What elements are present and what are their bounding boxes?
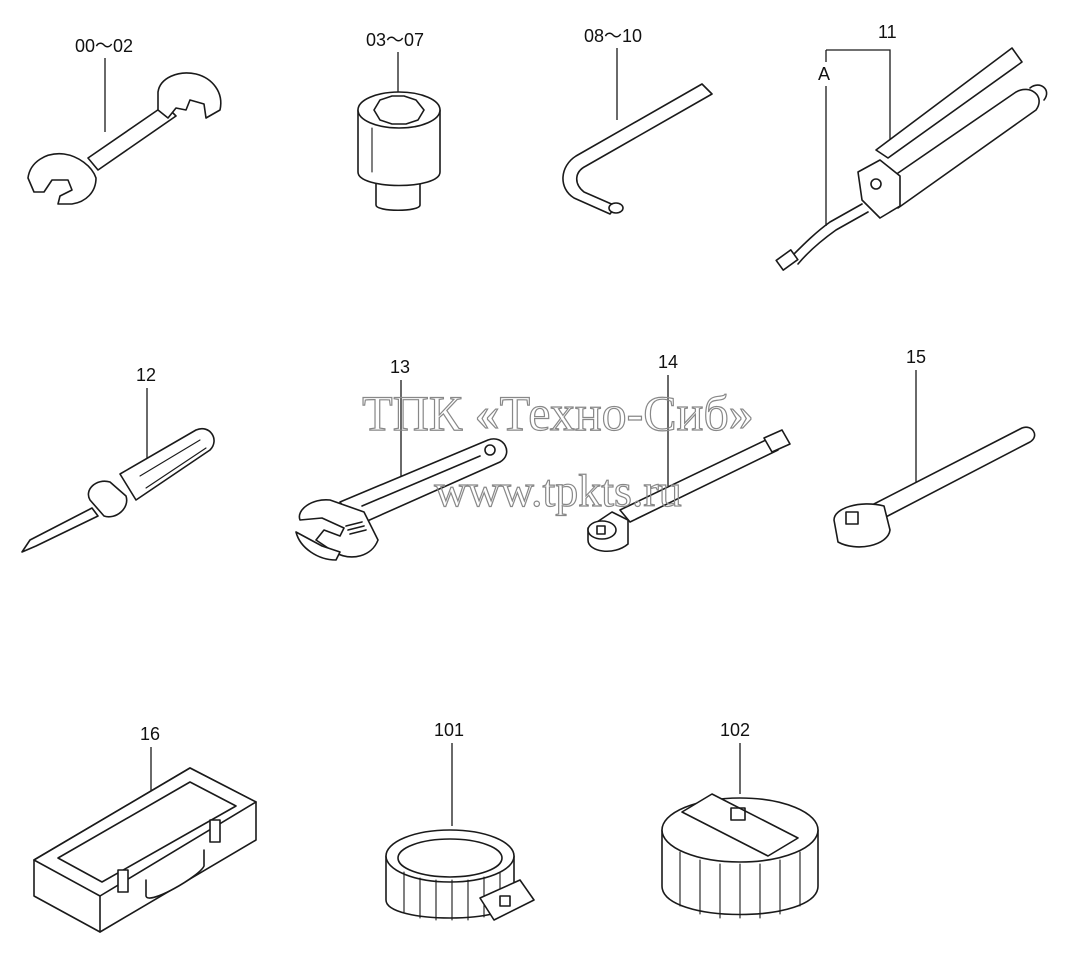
hex-key-end xyxy=(608,202,624,214)
adjustable-wrench-drawing: 13 xyxy=(295,357,508,561)
filter-wrench-band-tab xyxy=(479,879,535,921)
ratchet-handle-drawing: 15 xyxy=(833,347,1036,548)
tool-box-latch xyxy=(209,819,221,843)
part-label-wrench: 00～02 xyxy=(75,36,133,56)
tool-box-handle xyxy=(145,849,205,899)
socket-drive-end xyxy=(375,179,421,212)
part-sublabel-grease-gun: A xyxy=(818,64,830,84)
filter-wrench-band-flutes xyxy=(403,871,501,921)
socket-drawing: 03～07 xyxy=(357,30,441,212)
adjustable-wrench-worm-screw xyxy=(345,521,367,535)
part-label-filter-wrench-cap: 102 xyxy=(720,720,750,740)
extension-bar-socket-face xyxy=(587,520,617,540)
tool-box-lid xyxy=(33,767,257,897)
grease-gun-pivot xyxy=(870,178,882,190)
hex-key-drawing: 08～10 xyxy=(562,26,713,215)
screwdriver-handle xyxy=(119,427,215,501)
extension-bar-drive-end xyxy=(763,429,791,453)
ratchet-handle-bar xyxy=(869,426,1036,521)
filter-wrench-band-inner xyxy=(397,838,503,878)
adjustable-wrench-hang-hole xyxy=(484,444,496,456)
screwdriver-shaft xyxy=(21,507,99,553)
adjustable-wrench-handle xyxy=(339,438,508,527)
grease-gun-hang-ring xyxy=(1029,84,1048,101)
grease-gun-nozzle-pipe xyxy=(791,203,869,265)
part-label-ratchet-handle: 15 xyxy=(906,347,926,367)
adjustable-wrench-movable-jaw xyxy=(295,531,341,561)
screwdriver-handle-groove xyxy=(145,447,207,489)
watermark-company: ТПК «Техно-Сиб» xyxy=(362,385,754,441)
screwdriver-handle-groove xyxy=(139,439,201,477)
grease-gun-nozzle-tip xyxy=(775,249,799,271)
grease-gun-lever xyxy=(875,47,1023,159)
ratchet-handle-head xyxy=(833,503,891,548)
adjustable-wrench-head xyxy=(298,499,379,558)
part-label-grease-gun: 11 xyxy=(878,22,897,42)
filter-wrench-cap-square-hole xyxy=(730,807,746,821)
adjustable-wrench-handle-slot xyxy=(361,455,481,507)
hex-key-body xyxy=(562,83,713,215)
filter-wrench-cap-drawing: 102 xyxy=(661,720,819,919)
tool-box-latch xyxy=(117,869,129,893)
tool-box-label-panel xyxy=(57,781,237,883)
part-label-extension-bar: 14 xyxy=(658,352,678,372)
wrench-handle xyxy=(87,104,177,171)
filter-wrench-cap-bridge xyxy=(681,793,799,857)
tool-box-drawing: 16 xyxy=(33,724,257,933)
watermark-url: www.tpkts.ru xyxy=(434,465,681,516)
screwdriver-drawing: 12 xyxy=(21,365,215,553)
extension-bar-drawing: 14 xyxy=(587,352,791,552)
filter-wrench-band-rim xyxy=(385,829,515,883)
grease-gun-barrel xyxy=(881,88,1040,209)
part-label-hex-key: 08～10 xyxy=(584,26,642,46)
filter-wrench-band-drawing: 101 xyxy=(385,720,535,921)
grease-gun-drawing: 11 A xyxy=(775,22,1048,271)
part-label-adjustable-wrench: 13 xyxy=(390,357,410,377)
extension-bar-square-hole xyxy=(596,525,606,535)
screwdriver-collar xyxy=(87,480,128,518)
wrench-upper-head xyxy=(157,72,222,119)
leader-line xyxy=(826,49,891,140)
watermark: ТПК «Техно-Сиб» www.tpkts.ru xyxy=(362,384,755,516)
part-label-socket: 03～07 xyxy=(366,30,424,50)
ratchet-handle-square-drive xyxy=(845,511,859,525)
part-label-tool-box: 16 xyxy=(140,724,160,744)
grease-gun-head xyxy=(857,159,901,219)
part-label-filter-wrench-band: 101 xyxy=(434,720,464,740)
filter-wrench-cap-flutes xyxy=(679,851,801,919)
filter-wrench-band-square-hole xyxy=(499,895,511,907)
socket-twelve-point-opening xyxy=(373,95,425,125)
wrench-drawing: 00～02 xyxy=(27,36,222,205)
part-label-screwdriver: 12 xyxy=(136,365,156,385)
wrench-lower-head xyxy=(27,153,97,205)
socket-top-rim xyxy=(357,91,441,129)
socket-body xyxy=(357,109,441,187)
